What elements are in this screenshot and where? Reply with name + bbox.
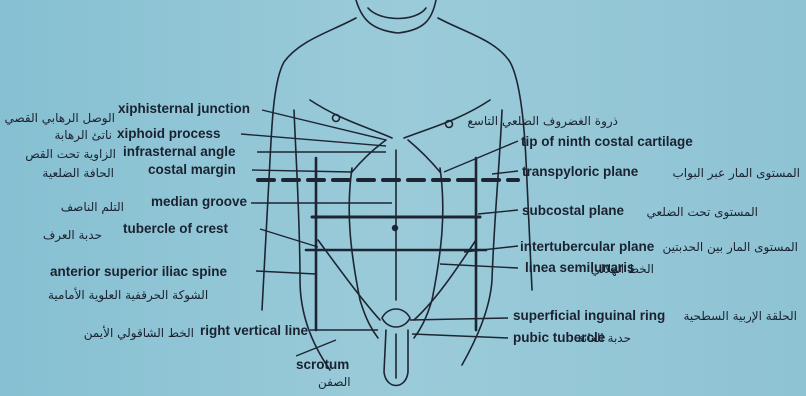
label-right-vertical-line: right vertical line xyxy=(200,323,308,338)
label-intertubercular-plane-ar: المستوى المار بين الحدبتين xyxy=(662,240,798,255)
label-xiphoid-process: xiphoid process xyxy=(117,126,221,141)
leader-scrotum xyxy=(296,340,336,356)
right-arm-outline xyxy=(262,18,356,310)
pubic-ring-outline xyxy=(382,309,410,327)
label-superficial-inguinal-ring: superficial inguinal ring xyxy=(513,308,665,323)
leader-asis xyxy=(256,271,316,274)
neck-outline xyxy=(356,0,436,33)
label-superficial-inguinal-ring-ar: الحلقة الإربية السطحية xyxy=(683,309,797,324)
umbilicus-dot xyxy=(392,225,398,231)
leader-linea-semilunaris xyxy=(440,264,518,268)
label-tip-ninth-costal-ar: ذروة الغضروف الضلعي التاسع xyxy=(467,114,618,129)
leader-costal-margin xyxy=(252,170,352,172)
right-pectoral-line xyxy=(310,100,392,138)
label-xiphisternal-junction: xiphisternal junction xyxy=(118,101,250,116)
label-costal-margin: costal margin xyxy=(148,162,236,177)
label-costal-margin-ar: الحافة الضلعية xyxy=(42,166,114,181)
label-xiphoid-process-ar: ناتئ الرهابة xyxy=(54,128,112,143)
label-scrotum-ar: الصفن xyxy=(318,375,351,390)
label-infrasternal-angle-ar: الزاوية تحت القص xyxy=(25,147,116,162)
leader-pubic-tubercle xyxy=(412,334,508,338)
label-tubercle-of-crest-ar: حدبة العرف xyxy=(43,228,102,243)
left-costal-margin xyxy=(408,140,440,172)
label-asis: anterior superior iliac spine xyxy=(50,264,227,279)
label-scrotum: scrotum xyxy=(296,357,349,372)
label-transpyloric-plane-ar: المستوى المار عبر البواب xyxy=(672,166,800,181)
label-linea-semilunaris-ar: الخط الهلالي xyxy=(591,262,654,277)
label-asis-ar: الشوكة الحرقفية العلوية الأمامية xyxy=(48,288,208,303)
leader-ninth-costal xyxy=(444,141,518,172)
leader-tubercle xyxy=(260,229,318,247)
leader-transpyloric xyxy=(492,171,518,174)
label-median-groove-ar: التلم الناصف xyxy=(61,200,124,215)
right-inguinal-line xyxy=(318,240,380,320)
leader-xiphoid xyxy=(241,134,386,146)
leader-subcostal xyxy=(478,210,518,214)
label-tubercle-of-crest: tubercle of crest xyxy=(123,221,228,236)
leader-xiphisternal xyxy=(262,110,386,140)
left-flank-outline xyxy=(462,110,502,365)
label-tip-ninth-costal: tip of ninth costal cartilage xyxy=(521,134,693,149)
label-subcostal-plane: subcostal plane xyxy=(522,203,624,218)
label-intertubercular-plane: intertubercular plane xyxy=(520,239,654,254)
neck-line xyxy=(368,8,426,19)
left-linea-semilunaris xyxy=(414,168,443,338)
label-transpyloric-plane: transpyloric plane xyxy=(522,164,638,179)
label-infrasternal-angle: infrasternal angle xyxy=(123,144,236,159)
label-pubic-tubercle-ar: حدبة العانة xyxy=(577,331,631,346)
label-right-vertical-line-ar: الخط الشاقولي الأيمن xyxy=(84,326,194,341)
label-xiphisternal-junction-ar: الوصل الرهابي القصي xyxy=(4,111,115,126)
label-subcostal-plane-ar: المستوى تحت الضلعي xyxy=(646,205,758,220)
label-median-groove: median groove xyxy=(151,194,247,209)
